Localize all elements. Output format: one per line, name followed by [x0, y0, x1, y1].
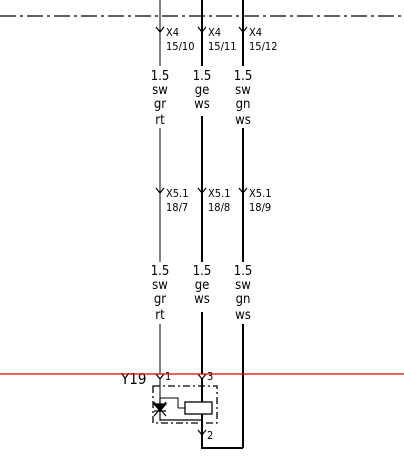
pin-1-label: 1 — [165, 370, 171, 383]
wire-color-2: gn — [236, 292, 251, 307]
connector-pin: 18/9 — [249, 201, 271, 214]
component-y19: Y19 1 3 2 — [120, 370, 243, 449]
wire-color-1: sw — [235, 278, 251, 293]
wire-gauge: 1.5 — [193, 264, 212, 279]
wire-color-2: gn — [236, 97, 251, 112]
wire-label-upper-1: 1.5 sw gr rt — [151, 69, 170, 128]
wire-gauge: 1.5 — [151, 264, 170, 279]
connector-name: X4 — [166, 26, 179, 39]
pin-2-label: 2 — [207, 429, 213, 442]
component-label: Y19 — [120, 370, 146, 388]
wire-color-2: gr — [154, 292, 166, 307]
wire-color-2: ws — [194, 97, 210, 112]
connector-pin-icon — [155, 26, 165, 33]
wire-label-backgrounds — [150, 66, 254, 324]
wire-color-3: rt — [155, 113, 165, 128]
wire-gauge: 1.5 — [234, 69, 253, 84]
connector-pin: 15/12 — [249, 40, 278, 53]
connector-x4-1: X4 15/10 — [155, 26, 195, 53]
wire-gauge: 1.5 — [234, 264, 253, 279]
connector-name: X4 — [249, 26, 262, 39]
connector-pin-icon — [238, 26, 248, 33]
wire-label-lower-3: 1.5 sw gn ws — [234, 264, 253, 323]
wire-gauge: 1.5 — [193, 69, 212, 84]
wire-color-3: ws — [235, 308, 251, 323]
wire-label-lower-1: 1.5 sw gr rt — [151, 264, 170, 323]
wire-color-2: gr — [154, 97, 166, 112]
connector-pin-icon — [197, 26, 207, 33]
wire-label-upper-3: 1.5 sw gn ws — [234, 69, 253, 128]
pin-3-label: 3 — [207, 370, 213, 383]
wire-label-upper-2: 1.5 ge ws — [193, 69, 212, 112]
connector-x5-1-2: X5.1 18/8 — [197, 187, 231, 214]
component-housing — [152, 385, 218, 424]
connector-name: X5.1 — [208, 187, 231, 200]
connector-pin-icon — [238, 187, 248, 194]
wire-color-1: sw — [152, 278, 168, 293]
wire-color-1: ge — [195, 83, 210, 98]
connector-name: X4 — [208, 26, 221, 39]
solenoid-coil-icon — [184, 401, 213, 415]
wire-color-1: sw — [235, 83, 251, 98]
wire-color-1: sw — [152, 83, 168, 98]
wire-color-2: ws — [194, 292, 210, 307]
wire-gauge: 1.5 — [151, 69, 170, 84]
connector-x5-1-3: X5.1 18/9 — [238, 187, 272, 214]
wire-color-3: ws — [235, 113, 251, 128]
diode-icon — [152, 398, 202, 421]
wire-color-1: ge — [195, 278, 210, 293]
connector-pin: 18/8 — [208, 201, 230, 214]
wire-label-lower-2: 1.5 ge ws — [193, 264, 212, 307]
connector-x4-3: X4 15/12 — [238, 26, 278, 53]
connector-x4-2: X4 15/11 — [197, 26, 237, 53]
wire-color-3: rt — [155, 308, 165, 323]
connector-pin-icon — [155, 187, 165, 194]
connector-name: X5.1 — [249, 187, 272, 200]
connector-pin: 15/10 — [166, 40, 195, 53]
connector-x5-1-1: X5.1 18/7 — [155, 187, 189, 214]
connector-name: X5.1 — [166, 187, 189, 200]
connector-pin: 15/11 — [208, 40, 237, 53]
connector-pin: 18/7 — [166, 201, 188, 214]
connector-pin-icon — [197, 187, 207, 194]
